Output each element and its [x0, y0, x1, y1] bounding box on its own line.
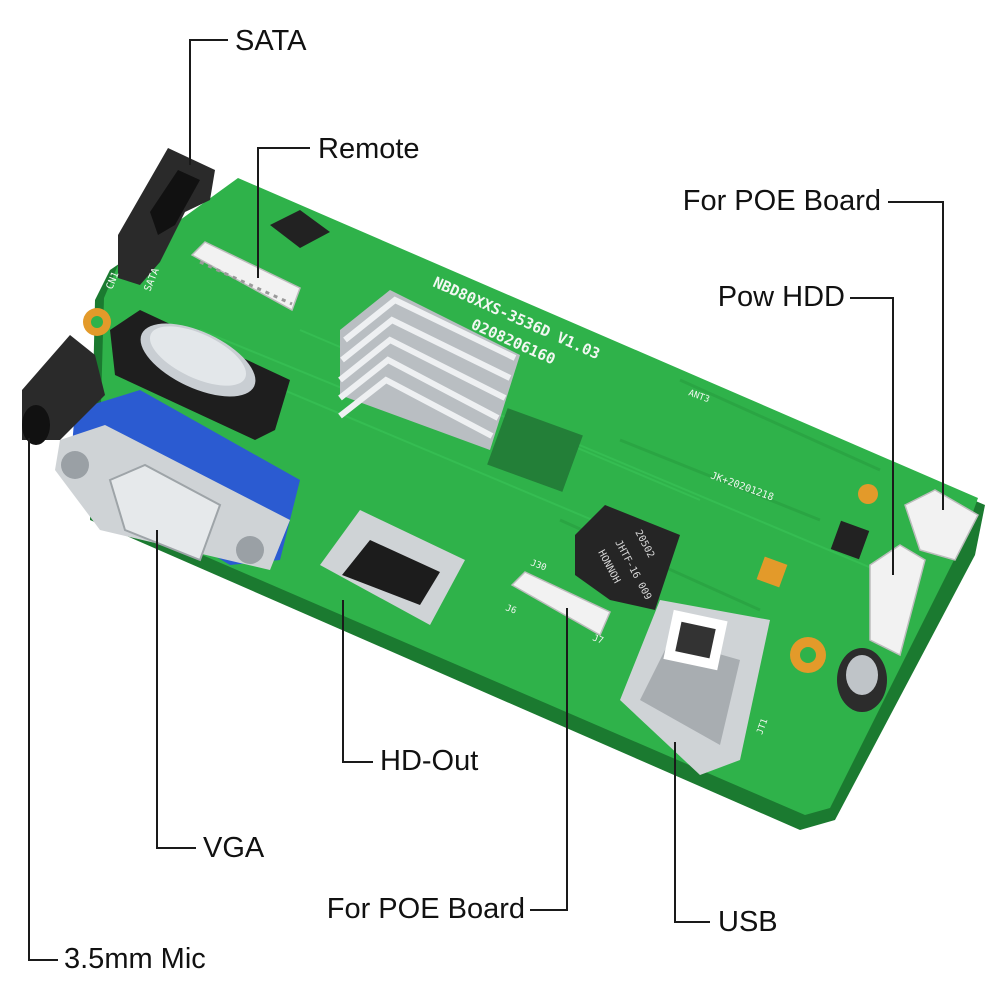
remote-connector — [190, 241, 301, 312]
label-sata: SATA — [235, 25, 307, 57]
usb-connector — [620, 600, 770, 775]
callout-labels: SATA Remote For POE Board Pow HDD HD-Out… — [64, 25, 881, 975]
heatsink — [338, 290, 520, 450]
leader-poe-top — [888, 201, 944, 510]
battery-holder — [110, 310, 290, 440]
label-usb: USB — [718, 906, 778, 938]
pow-hdd-connector — [869, 544, 926, 657]
leader-vga — [156, 530, 196, 849]
label-vga: VGA — [203, 832, 265, 864]
j6-silk: J6 — [504, 603, 518, 616]
label-poe-bottom: For POE Board — [327, 893, 525, 925]
label-hd-out: HD-Out — [380, 745, 478, 777]
ic-chip: HONNOH JHTF-16 009 20502 — [575, 505, 680, 610]
leader-remote — [257, 147, 310, 278]
leader-hd-out — [342, 600, 373, 763]
label-remote: Remote — [318, 133, 420, 165]
leader-poe-bottom — [530, 608, 568, 911]
label-poe-top: For POE Board — [683, 185, 881, 217]
leader-usb — [674, 742, 710, 923]
vga-connector — [55, 390, 300, 570]
leader-sata — [189, 39, 228, 165]
leader-pow-hdd — [850, 297, 894, 575]
leader-mic — [28, 438, 58, 961]
mic-jack — [22, 335, 105, 445]
capacitor — [837, 648, 887, 712]
small-ic — [270, 210, 330, 248]
leader-lines — [28, 39, 944, 961]
hdmi-connector — [320, 510, 465, 625]
label-pow-hdd: Pow HDD — [718, 281, 845, 313]
label-mic: 3.5mm Mic — [64, 943, 206, 975]
poe-top-connector — [904, 489, 979, 561]
j7-silk: J7 — [591, 633, 605, 646]
poe-bottom-connector — [510, 571, 611, 637]
misc-components — [83, 308, 878, 673]
